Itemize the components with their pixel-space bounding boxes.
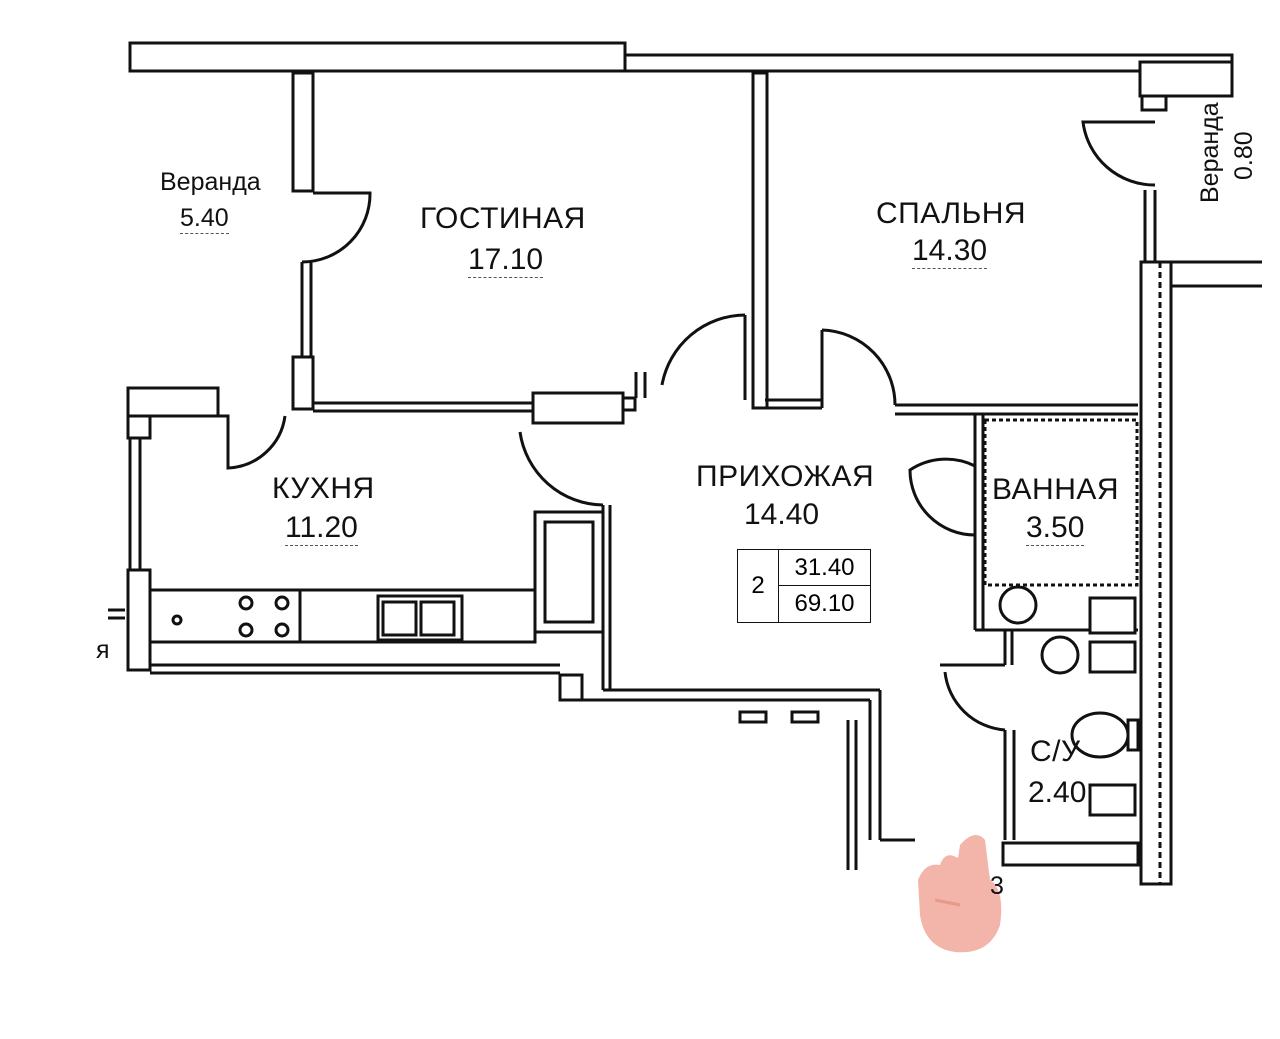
hall-left-door-arc (518, 431, 604, 507)
bedroom-name: СПАЛЬНЯ (876, 197, 1027, 230)
wc-door-arc (943, 671, 1006, 732)
wall-living-bedroom (751, 71, 769, 410)
right-exterior-wall (1139, 260, 1173, 886)
veranda-left-door-arc (301, 191, 372, 264)
veranda-wall-lower (291, 355, 315, 411)
bottom-edge-mark: 3 (990, 872, 1004, 900)
veranda-wall-upper (291, 71, 315, 193)
living-door-arc (660, 313, 746, 386)
rooms-count: 2 (738, 550, 779, 622)
wc-sink (1040, 635, 1080, 675)
veranda-left-name: Веранда (160, 168, 261, 196)
kitchen-corner-block (126, 386, 220, 418)
left-edge-mark: я (96, 636, 110, 664)
bath-fixture (983, 418, 1139, 587)
kitchen-area: 11.20 (285, 511, 358, 546)
pointing-hand-icon (918, 835, 1002, 953)
radiator-box (531, 391, 625, 425)
top-wall-right-end (1138, 60, 1234, 98)
bathroom-area: 3.50 (1026, 511, 1085, 546)
wc-area: 2.40 (1028, 776, 1087, 809)
veranda-left-area: 5.40 (180, 204, 229, 234)
wc-name: С/У (1030, 735, 1081, 768)
kitchen-counter (148, 588, 537, 644)
kitchen-door-arc (218, 414, 287, 470)
bedroom-area: 14.30 (912, 234, 988, 269)
veranda-right-area: 0.80 (1230, 131, 1258, 180)
living-room-name: ГОСТИНАЯ (420, 202, 586, 235)
veranda-right-door-arc (1081, 120, 1156, 187)
hall-area: 14.40 (744, 498, 820, 531)
living-area-total: 31.40 (779, 550, 870, 586)
bathroom-door-arc (908, 457, 976, 537)
top-right-post (1140, 94, 1168, 112)
living-room-area: 17.10 (468, 243, 544, 278)
bath-sink (998, 585, 1038, 625)
bedroom-door-arc (821, 328, 897, 406)
bathroom-name: ВАННАЯ (992, 473, 1120, 506)
area-summary-table: 2 31.40 69.10 (737, 549, 871, 623)
hall-name: ПРИХОЖАЯ (696, 460, 875, 493)
kitchen-name: КУХНЯ (272, 472, 375, 505)
total-area: 69.10 (794, 590, 855, 617)
top-wall-left (128, 41, 627, 73)
veranda-right-name: Веранда (1196, 102, 1224, 203)
